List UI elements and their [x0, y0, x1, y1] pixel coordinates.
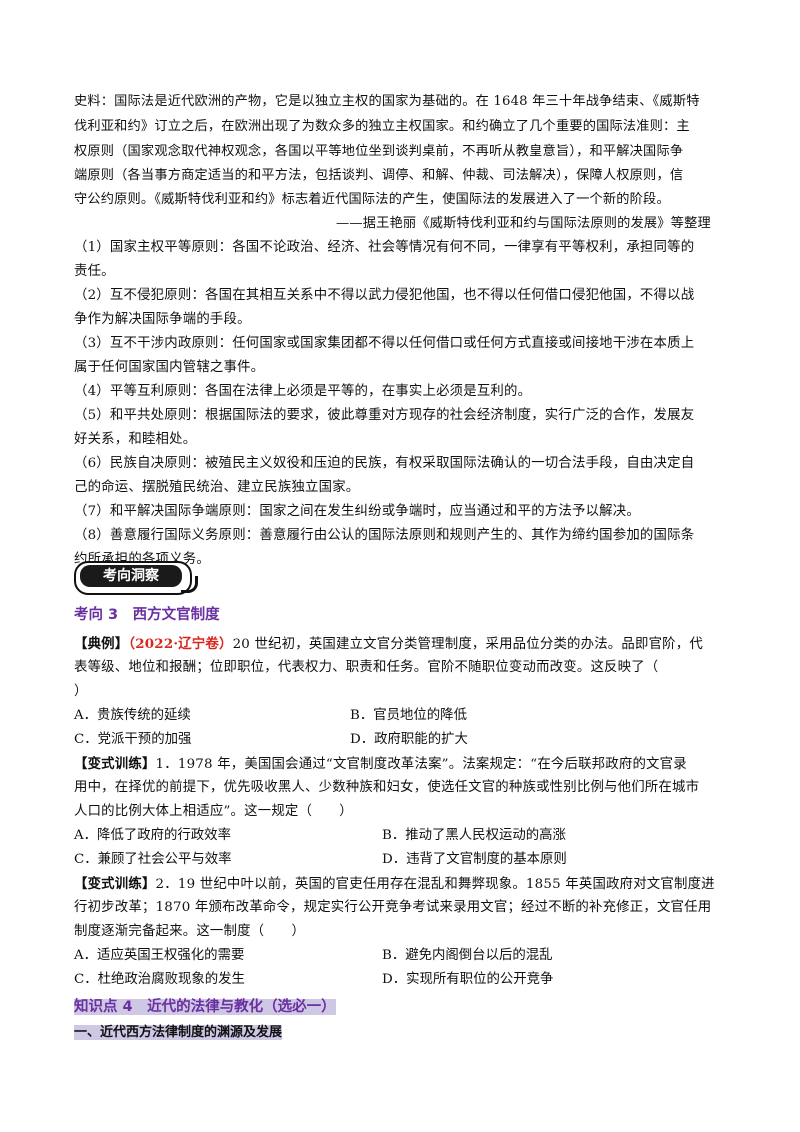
example-source: （2022·辽宁卷）	[128, 636, 233, 652]
principle-line: （2）互不侵犯原则：各国在其相互关系中不得以武力侵犯他国，也不得以任何借口侵犯他…	[74, 288, 695, 303]
example-line-1: 【典例】（2022·辽宁卷）20 世纪初，英国建立文官分类管理制度，采用品位分类…	[74, 634, 703, 655]
subsection-title: 一、近代西方法律制度的渊源及发展	[74, 1024, 283, 1042]
drill-2-line-3: 制度逐渐完备起来。这一制度（ ）	[74, 924, 306, 939]
example-line-3: ）	[74, 684, 88, 699]
drill-1-option-b: B．推动了黑人民权运动的高涨	[382, 828, 566, 843]
drill-1-label: 【变式训练】	[74, 756, 156, 772]
drill-1-option-d: D．违背了文官制度的基本原则	[382, 852, 567, 867]
section-badge: 考向洞察	[74, 559, 198, 595]
badge-label: 考向洞察	[80, 565, 182, 587]
drill-1-option-a: A．降低了政府的行政效率	[74, 828, 231, 843]
drill-2-option-a: A．适应英国王权强化的需要	[74, 948, 245, 963]
drill-2-line-1: 【变式训练】2．19 世纪中叶以前，英国的官吏任用存在混乱和舞弊现象。1855 …	[74, 874, 715, 895]
drill-2-label: 【变式训练】	[74, 876, 156, 892]
drill-1-line-1: 【变式训练】1．1978 年，美国国会通过“文官制度改革法案”。法案规定：“在今…	[74, 754, 687, 775]
example-option-b: B．官员地位的降低	[350, 708, 467, 723]
source-line-2: 伐利亚和约》订立之后，在欧洲出现了为数众多的独立主权国家。和约确立了几个重要的国…	[74, 119, 690, 134]
drill-2-text-1: 2．19 世纪中叶以前，英国的官吏任用存在混乱和舞弊现象。1855 年英国政府对…	[155, 877, 715, 892]
drill-1-line-2: 用中，在择优的前提下，优先吸收黑人、少数种族和妇女，使选任文官的种族或性别比例与…	[74, 780, 700, 795]
knowledge-4-title: 知识点 4 近代的法律与教化（选必一）	[74, 996, 336, 1018]
subsection-title-text: 一、近代西方法律制度的渊源及发展	[74, 1025, 283, 1040]
principle-line: （7）和平解决国际争端原则：国家之间在发生纠纷或争端时，应当通过和平的方法予以解…	[74, 504, 640, 519]
drill-2-option-c: C．杜绝政治腐败现象的发生	[74, 972, 245, 987]
knowledge-4-title-text: 知识点 4 近代的法律与教化（选必一）	[74, 999, 336, 1015]
example-option-d: D．政府职能的扩大	[350, 732, 468, 747]
source-line-3: 权原则（国家观念取代神权观念，各国以平等地位坐到谈判桌前，不再听从教皇意旨），和…	[74, 144, 684, 159]
source-line-5: 守公约原则。《威斯特伐利亚和约》标志着近代国际法的产生，使国际法的发展进入了一个…	[74, 192, 670, 207]
principle-line: 己的命运、摆脱殖民统治、建立民族独立国家。	[74, 480, 360, 495]
principle-line: 责任。	[74, 264, 115, 279]
drill-1-text-1: 1．1978 年，美国国会通过“文官制度改革法案”。法案规定：“在今后联邦政府的…	[155, 757, 687, 772]
badge-tail	[181, 576, 198, 593]
example-text-1: 20 世纪初，英国建立文官分类管理制度，采用品位分类的办法。品即官阶，代	[232, 637, 703, 652]
principle-line: （6）民族自决原则：被殖民主义奴役和压迫的民族，有权采取国际法确认的一切合法手段…	[74, 456, 695, 471]
principle-line: 争作为解决国际争端的手段。	[74, 312, 251, 327]
principle-line: 属于任何国家国内管辖之事件。	[74, 360, 265, 375]
principle-line: （5）和平共处原则：根据国际法的要求，彼此尊重对方现存的社会经济制度，实行广泛的…	[74, 408, 695, 423]
drill-2-option-d: D．实现所有职位的公开竞争	[382, 972, 554, 987]
example-option-a: A．贵族传统的延续	[74, 708, 191, 723]
section-3-title-text: 考向 3 西方文官制度	[74, 607, 220, 623]
principle-line: （8）善意履行国际义务原则：善意履行由公认的国际法原则和规则产生的、其作为缔约国…	[74, 528, 695, 543]
source-line-1: 史料：国际法是近代欧洲的产物，它是以独立主权的国家为基础的。在 1648 年三十…	[74, 94, 700, 109]
source-line-4: 端原则（各当事方商定适当的和平方法，包括谈判、调停、和解、仲裁、司法解决），保障…	[74, 168, 684, 183]
principle-line: （1）国家主权平等原则：各国不论政治、经济、社会等情况有何不同，一律享有平等权利…	[74, 240, 695, 255]
source-attribution: ——据王艳丽《威斯特伐利亚和约与国际法原则的发展》等整理	[336, 216, 711, 231]
principle-line: （3）互不干涉内政原则：任何国家或国家集团都不得以任何借口或任何方式直接或间接地…	[74, 336, 695, 351]
drill-2-line-2: 行初步改革；1870 年颁布改革命令，规定实行公开竞争考试来录用文官；经过不断的…	[74, 900, 712, 915]
section-3-title: 考向 3 西方文官制度	[74, 604, 220, 626]
drill-1-option-c: C．兼顾了社会公平与效率	[74, 852, 232, 867]
example-option-c: C．党派干预的加强	[74, 732, 192, 747]
principle-line: （4）平等互利原则：各国在法律上必须是平等的，在事实上必须是互利的。	[74, 384, 532, 399]
drill-2-option-b: B．避免内阁倒台以后的混乱	[382, 948, 553, 963]
drill-1-line-3: 人口的比例大体上相适应”。这一规定（ ）	[74, 804, 353, 819]
example-line-2: 表等级、地位和报酬；位即职位，代表权力、职责和任务。官阶不随职位变动而改变。这反…	[74, 660, 659, 675]
example-label: 【典例】	[74, 636, 129, 652]
principle-line: 好关系，和睦相处。	[74, 432, 197, 447]
